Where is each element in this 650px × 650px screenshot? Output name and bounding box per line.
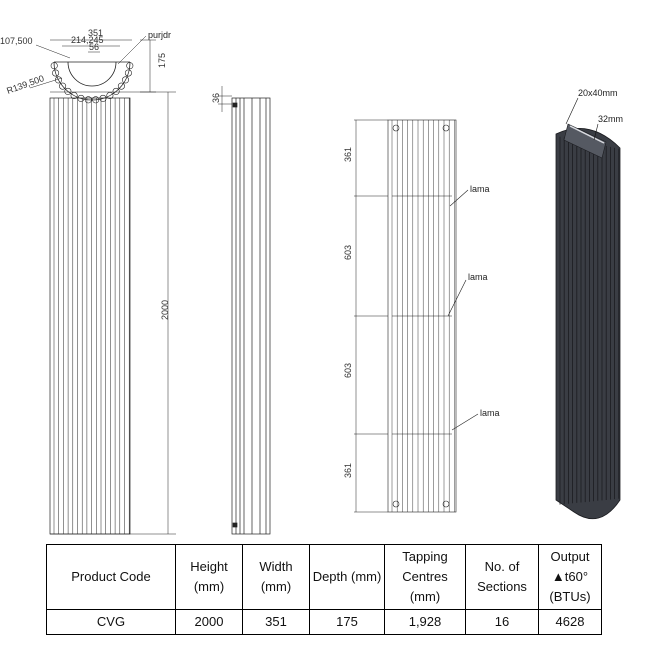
table-row: CVG 2000 351 175 1,928 16 4628 [46, 609, 602, 635]
header-height: Height (mm) [175, 544, 243, 610]
dim-rear-seg2: 603 [343, 245, 353, 260]
spec-table: Product Code Height (mm) Width (mm) Dept… [46, 544, 602, 635]
spec-header-row: Product Code Height (mm) Width (mm) Dept… [46, 544, 602, 610]
purjdr-label: purjdr [148, 30, 171, 40]
dim-top-inner-width: 214,245 [71, 35, 104, 45]
cell-depth: 175 [309, 609, 385, 635]
dim-rear-seg1: 361 [343, 147, 353, 162]
header-width: Width (mm) [242, 544, 310, 610]
dim-top-width: 351 [88, 28, 103, 38]
rear-view [354, 119, 479, 513]
lama-label-3: lama [480, 408, 500, 418]
iso-pipe-label: 32mm [598, 114, 623, 124]
cell-product-code: CVG [46, 609, 176, 635]
dim-radius-inner: 107,500 [0, 36, 33, 46]
dim-top-depth: 175 [157, 53, 167, 68]
cell-output: 4628 [538, 609, 602, 635]
header-depth: Depth (mm) [309, 544, 385, 610]
front-view [49, 91, 176, 535]
lama-label-1: lama [470, 184, 490, 194]
header-output: Output ▲t60° (BTUs) [538, 544, 602, 610]
cell-sections: 16 [465, 609, 539, 635]
iso-view [555, 97, 621, 520]
technical-drawing: 351 214,245 56 107,500 R139,500 purjdr 1… [0, 28, 623, 535]
header-tapping-centres: Tapping Centres (mm) [384, 544, 466, 610]
dim-front-height: 2000 [160, 300, 170, 320]
header-product-code: Product Code [46, 544, 176, 610]
dim-top-small: 56 [89, 42, 99, 52]
lama-label-2: lama [468, 272, 488, 282]
dim-radius-outer: R139,500 [5, 73, 45, 96]
cell-width: 351 [242, 609, 310, 635]
iso-tube-label: 20x40mm [578, 88, 618, 98]
cell-tapping-centres: 1,928 [384, 609, 466, 635]
dim-rear-seg3: 603 [343, 363, 353, 378]
side-view [218, 86, 271, 535]
cell-height: 2000 [175, 609, 243, 635]
top-view [29, 35, 156, 104]
dim-side-offset: 36 [211, 93, 221, 103]
header-sections: No. of Sections [465, 544, 539, 610]
dim-rear-seg4: 361 [343, 463, 353, 478]
